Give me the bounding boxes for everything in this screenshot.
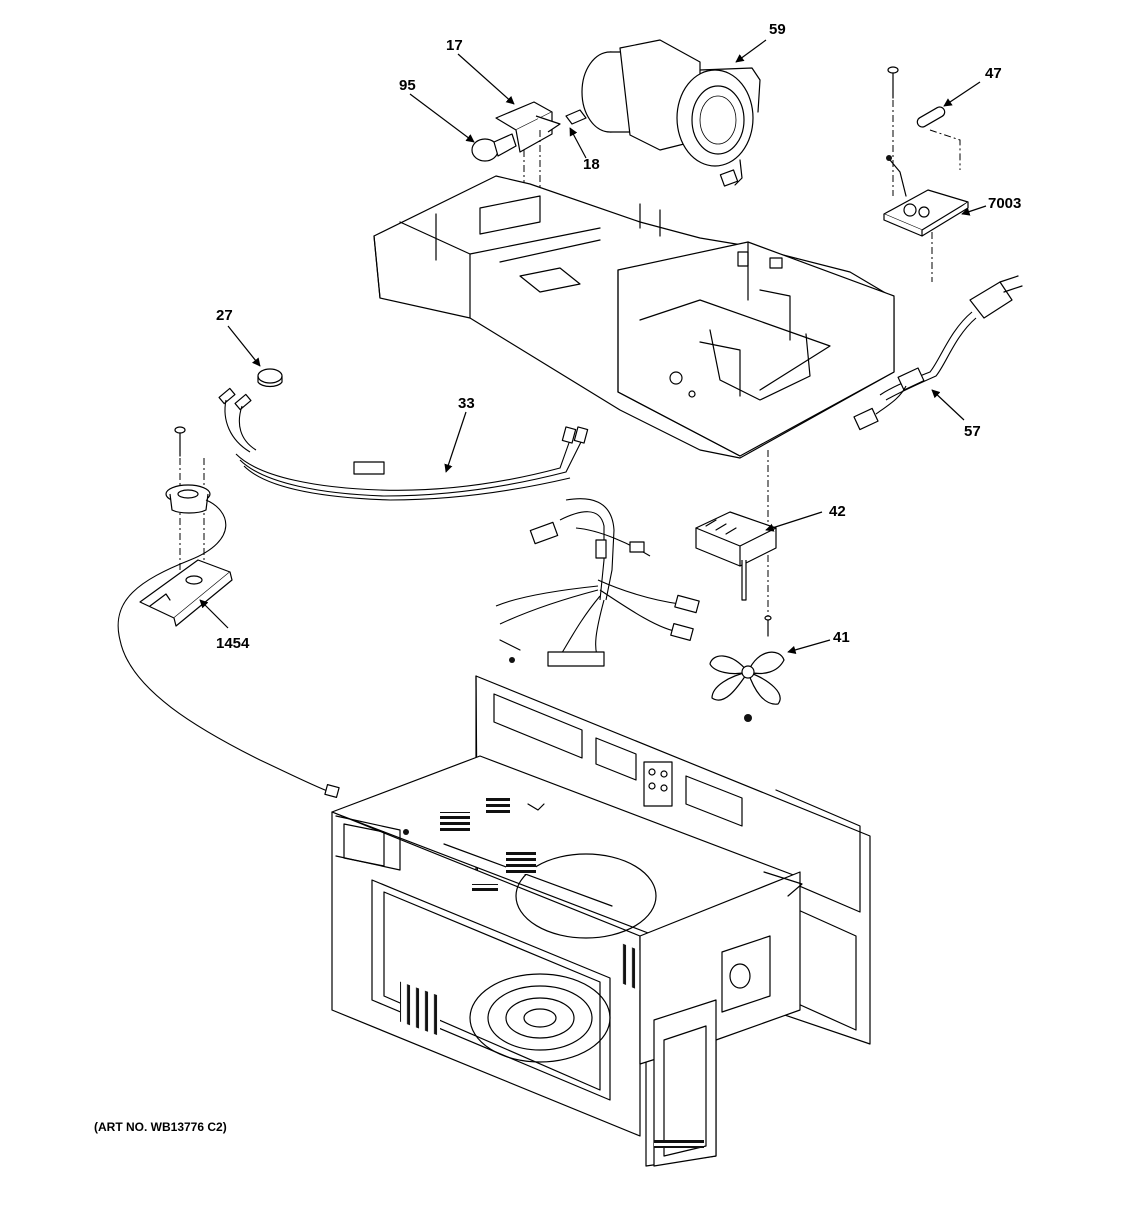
light-socket-assembly [471,101,587,260]
callout-95: 95 [399,77,416,94]
fuse-and-filter-board [883,66,969,282]
callout-27: 27 [216,307,233,324]
callout-57: 57 [964,423,981,440]
callout-1454: 1454 [216,635,250,652]
oven-cavity-chassis [331,675,871,1167]
power-cord [853,275,1023,431]
wire-harness [218,387,700,667]
callout-7003: 7003 [988,195,1022,212]
thermal-cutout [257,368,283,388]
callout-33: 33 [458,395,475,412]
callout-41: 41 [833,629,850,646]
callout-42: 42 [829,503,846,520]
callout-59: 59 [769,21,786,38]
callout-leaders [199,39,987,654]
callout-47: 47 [985,65,1002,82]
fan-motor [695,511,777,637]
callout-18: 18 [583,156,600,173]
air-duct-tray [373,175,895,630]
callout-17: 17 [446,37,463,54]
fan-blade [709,651,785,722]
art-number-caption: (ART NO. WB13776 C2) [94,1120,227,1134]
blower-motor-assembly [581,39,761,187]
